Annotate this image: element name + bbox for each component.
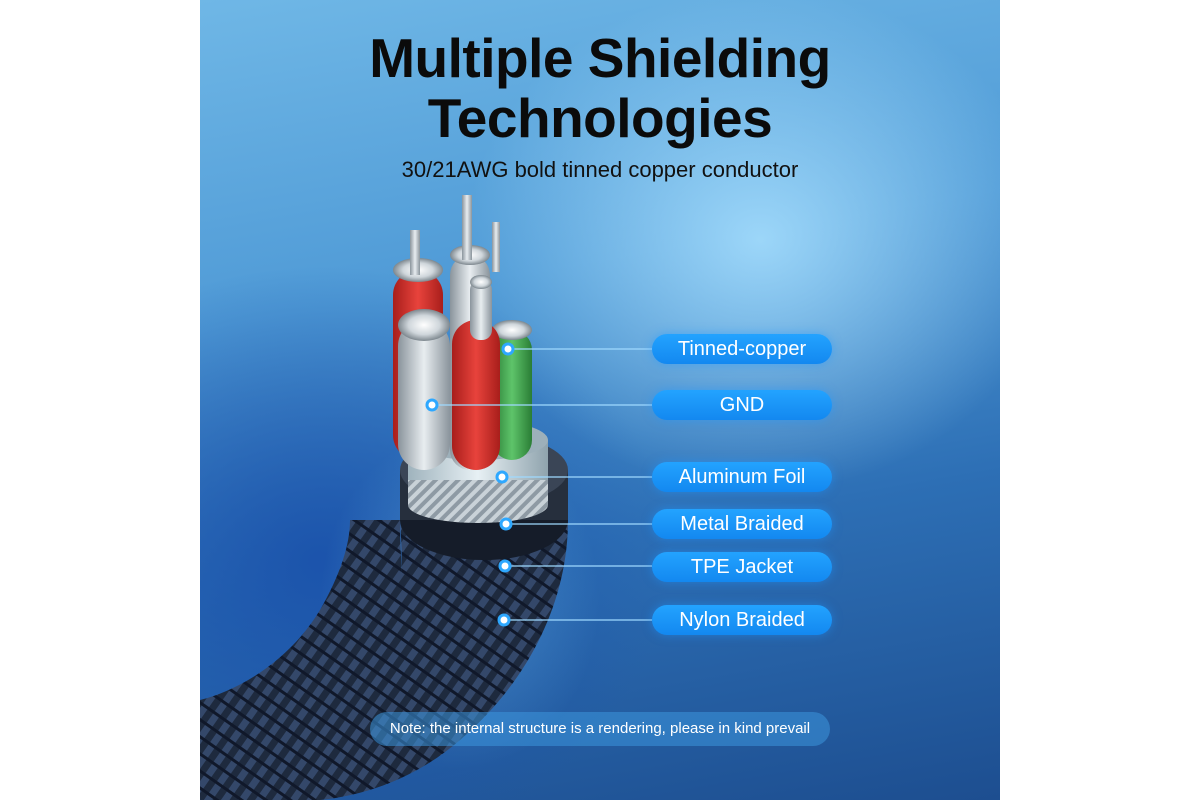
label-aluminum-foil: Aluminum Foil	[652, 462, 832, 492]
strand-3	[492, 222, 500, 272]
wire-grey-2-core	[398, 309, 450, 341]
wire-bundle	[393, 195, 532, 470]
strand-4-core	[470, 275, 492, 289]
strand-1	[410, 230, 420, 275]
wire-green	[492, 330, 532, 460]
strand-4	[470, 280, 492, 340]
label-nylon-braided: Nylon Braided	[652, 605, 832, 635]
wire-grey-2	[398, 320, 450, 470]
title-line-1: Multiple Shielding	[369, 27, 831, 89]
label-tinned-copper: Tinned-copper	[652, 334, 832, 364]
wire-red-2	[452, 320, 500, 470]
disclaimer-note: Note: the internal structure is a render…	[370, 712, 830, 746]
nylon-braided-body	[200, 520, 403, 800]
label-gnd: GND	[652, 390, 832, 420]
strand-2	[462, 195, 472, 260]
nylon-braided-outer	[200, 520, 568, 800]
leader-lines	[432, 348, 652, 621]
label-metal-braided: Metal Braided	[652, 509, 832, 539]
label-tpe-jacket: TPE Jacket	[652, 552, 832, 582]
wire-green-core	[492, 320, 532, 340]
page-title: Multiple Shielding Technologies	[200, 28, 1000, 148]
cable-illustration	[200, 195, 652, 800]
metal-braided-bottom	[408, 487, 548, 523]
product-banner: Multiple Shielding Technologies 30/21AWG…	[200, 0, 1000, 800]
leader-dots	[425, 342, 515, 627]
title-line-2: Technologies	[427, 87, 773, 149]
subtitle: 30/21AWG bold tinned copper conductor	[401, 157, 799, 182]
